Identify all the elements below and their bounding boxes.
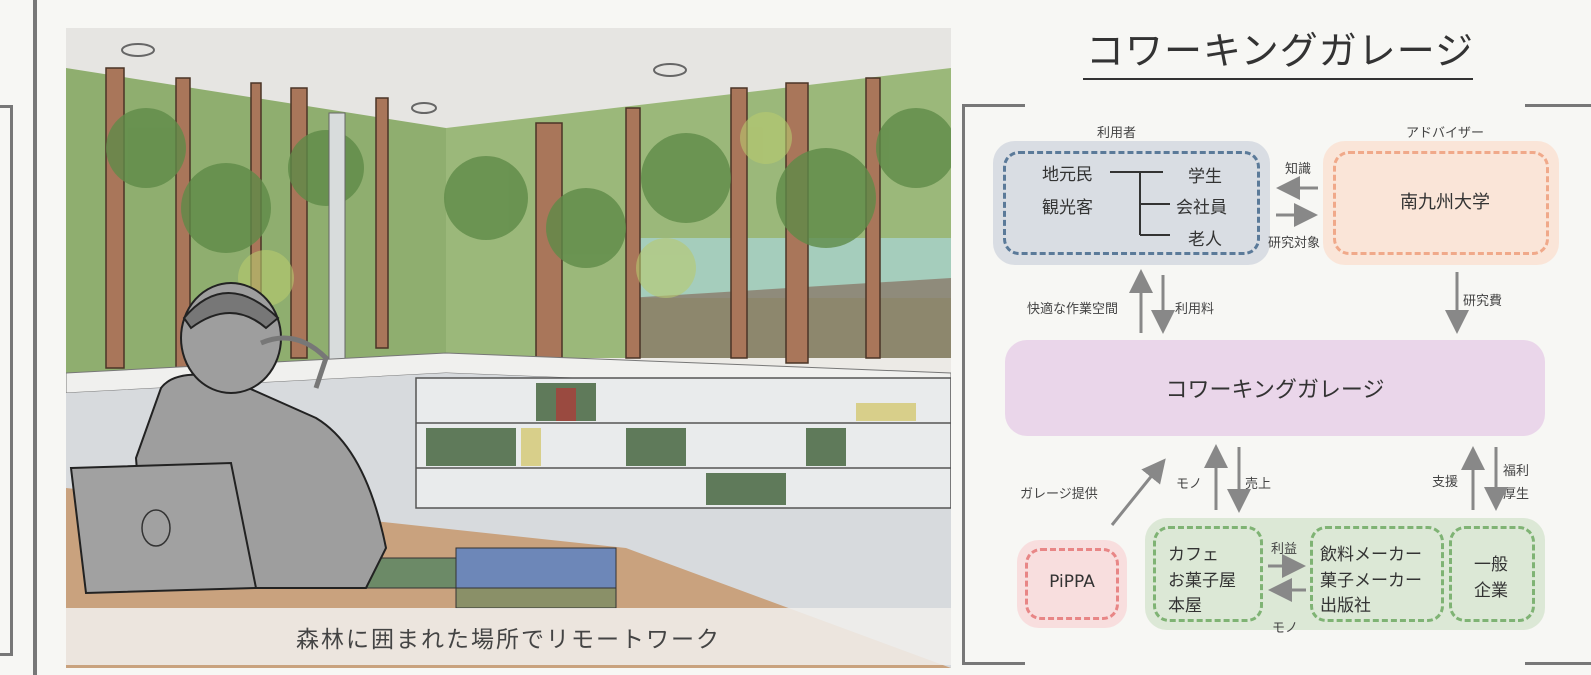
pippa-box [1017, 540, 1127, 628]
panel-divider [33, 0, 37, 675]
usage-fee-label: 利用料 [1175, 302, 1215, 317]
center-label: コワーキングガレージ [1165, 378, 1385, 403]
knowledge-label: 知識 [1285, 162, 1312, 177]
user-tree-lines [1110, 171, 1170, 236]
shop-1: お菓子屋 [1168, 571, 1236, 591]
users-right-1: 会社員 [1176, 198, 1227, 218]
profit-label: 利益 [1271, 542, 1298, 557]
forest-office-illustration [66, 28, 951, 668]
pippa-label: PiPPA [1049, 572, 1095, 592]
advisor-label: アドバイザー [1406, 126, 1485, 141]
sales-label: 売上 [1245, 477, 1272, 492]
title-underline [1083, 78, 1473, 80]
support-label: 支援 [1432, 475, 1459, 490]
users-label: 利用者 [1097, 126, 1137, 141]
research-fee-label: 研究費 [1463, 294, 1503, 309]
users-left-1: 観光客 [1042, 198, 1093, 218]
comfort-label: 快適な作業空間 [1027, 302, 1119, 317]
maker-2: 出版社 [1320, 596, 1371, 616]
company-0: 一般 [1474, 555, 1508, 575]
diagram-bracket-left [962, 104, 1025, 665]
shop-0: カフェ [1168, 545, 1219, 565]
diagram-bracket-right [1525, 104, 1591, 665]
business-group-box [1145, 518, 1545, 630]
diagram-title: コワーキングガレージ [1085, 29, 1475, 73]
welfare-label-1: 厚生 [1503, 487, 1530, 502]
advisor-box [1323, 141, 1559, 265]
maker-1: 菓子メーカー [1320, 571, 1422, 591]
welfare-label-0: 福利 [1503, 464, 1530, 479]
mono-top-label: モノ [1176, 477, 1203, 492]
advisor-name: 南九州大学 [1400, 192, 1490, 213]
garage-provide-label: ガレージ提供 [1020, 487, 1098, 502]
illustration-caption: 森林に囲まれた場所でリモートワーク [66, 608, 951, 665]
users-right-0: 学生 [1188, 167, 1222, 187]
center-box [1005, 340, 1545, 436]
garage-provide-arrow [1110, 458, 1166, 526]
company-1: 企業 [1474, 581, 1508, 601]
users-box [993, 141, 1270, 265]
research-target-label: 研究対象 [1268, 236, 1321, 251]
users-right-2: 老人 [1188, 230, 1222, 250]
mono-bottom-label: モノ [1272, 621, 1299, 636]
left-frame-bracket [0, 105, 13, 656]
maker-0: 飲料メーカー [1320, 545, 1422, 565]
shop-2: 本屋 [1168, 596, 1202, 616]
users-left-0: 地元民 [1042, 165, 1093, 185]
